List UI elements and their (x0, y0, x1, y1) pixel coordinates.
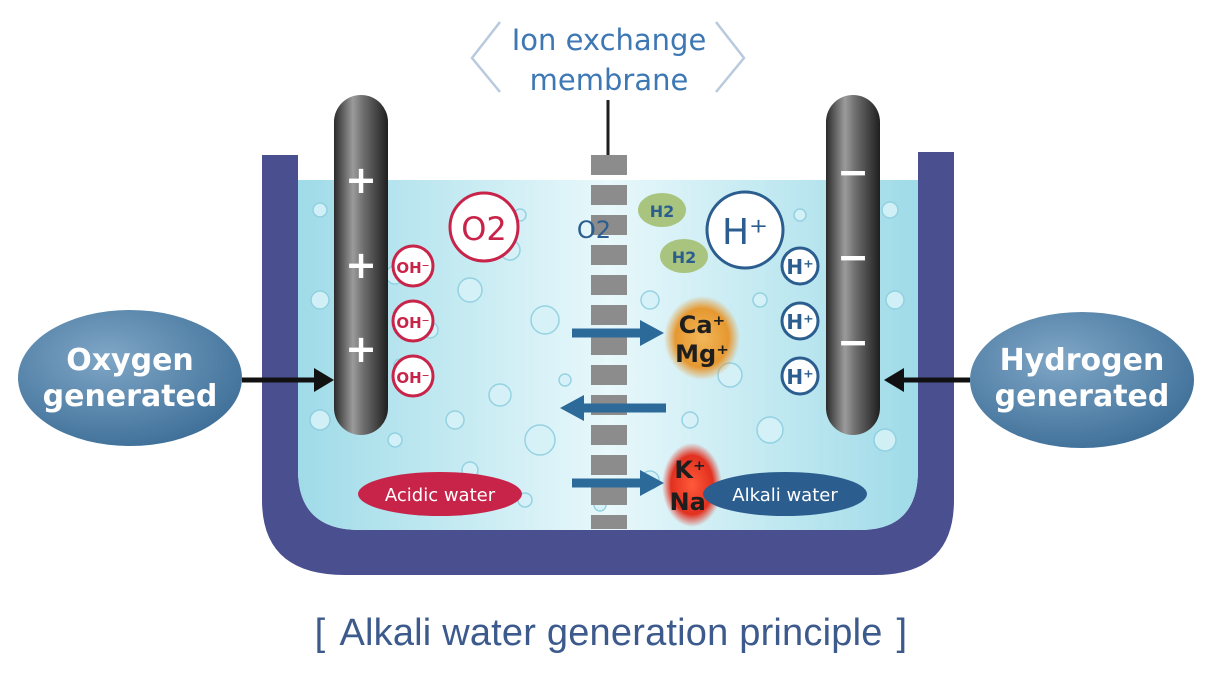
ca-mg-glow (664, 296, 740, 380)
anode-sign: + (345, 327, 377, 371)
o2-molecule-small-label: O2 (577, 216, 611, 244)
acidic-water-label: Acidic water (385, 485, 496, 506)
magnesium-ion-label: Mg⁺ (675, 340, 729, 368)
hydrogen-callout-line1: Hydrogen (1000, 343, 1165, 378)
cathode-sign: − (837, 320, 869, 364)
hydroxide-ion: OH⁻ (391, 244, 435, 288)
alkali-water-badge (703, 472, 867, 516)
hydroxide-ion: OH⁻ (391, 299, 435, 343)
anode-sign: + (345, 243, 377, 287)
membrane-label-line1: Ion exchange (512, 23, 707, 57)
hydrogen-ion-large (705, 190, 785, 270)
svg-text:H⁺: H⁺ (786, 310, 813, 334)
membrane-label-line2: membrane (530, 63, 689, 97)
svg-text:H⁺: H⁺ (786, 365, 813, 389)
svg-text:H2: H2 (672, 248, 697, 267)
hydrogen-ion-large-label: H⁺ (722, 212, 768, 253)
svg-text:H2: H2 (650, 202, 675, 221)
hydroxide-ion: OH⁻ (391, 354, 435, 398)
hydrogen-molecule: H2 (638, 193, 686, 227)
hydrogen-callout (970, 312, 1194, 448)
chevron-right-icon (715, 21, 746, 93)
oxygen-callout-line1: Oxygen (66, 343, 194, 378)
electrolysis-diagram: Ion exchange membrane + + + − − − Oxygen… (18, 21, 1194, 575)
acidic-water-badge (358, 472, 522, 516)
oxygen-callout-line2: generated (43, 379, 218, 414)
ion-exchange-membrane (591, 155, 627, 529)
potassium-ion-label: K⁺ (674, 456, 705, 484)
arrow-right-icon (640, 320, 664, 346)
svg-text:OH⁻: OH⁻ (396, 314, 429, 332)
caption-close-bracket: ] (896, 612, 908, 654)
hydrogen-ion: H⁺ (780, 356, 820, 396)
alkali-water-label: Alkali water (732, 485, 838, 506)
caption-open-bracket: [ (314, 612, 326, 654)
tank-wall (262, 152, 954, 575)
oxygen-arrowhead-icon (314, 368, 334, 392)
diagram-caption: [ Alkali water generation principle] (0, 612, 1222, 655)
anode-electrode (334, 95, 388, 435)
oxygen-callout (18, 310, 242, 446)
cathode-electrode (826, 95, 880, 435)
hydrogen-molecule: H2 (660, 239, 708, 273)
o2-molecule-large-label: O2 (461, 210, 507, 248)
cathode-sign: − (837, 235, 869, 279)
svg-text:OH⁻: OH⁻ (396, 259, 429, 277)
cathode-sign: − (837, 150, 869, 194)
svg-text:OH⁻: OH⁻ (396, 369, 429, 387)
k-na-glow (662, 443, 722, 527)
arrow-left-icon (560, 395, 584, 421)
chevron-left-icon (470, 21, 501, 93)
hydrogen-callout-line2: generated (995, 379, 1170, 414)
calcium-ion-label: Ca⁺ (679, 311, 725, 339)
svg-text:H⁺: H⁺ (786, 255, 813, 279)
hydrogen-ion: H⁺ (780, 301, 820, 341)
arrow-right-icon (640, 470, 664, 496)
anode-sign: + (345, 158, 377, 202)
hydrogen-arrowhead-icon (884, 368, 904, 392)
caption-text: Alkali water generation principle (339, 612, 883, 654)
hydrogen-ion: H⁺ (780, 246, 820, 286)
o2-molecule-large (448, 191, 520, 263)
